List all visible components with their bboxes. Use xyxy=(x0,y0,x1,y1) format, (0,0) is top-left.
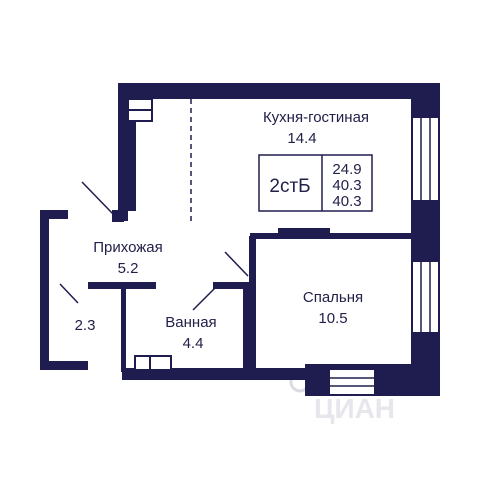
doors xyxy=(59,181,249,311)
wall-left-lower xyxy=(40,210,49,370)
wardrobe-area: 2.3 xyxy=(75,317,96,334)
apartment-area-2: 40.3 xyxy=(332,177,361,194)
apartment-area-1: 24.9 xyxy=(332,161,361,178)
apartment-info-box: 2стБ 24.9 40.3 40.3 xyxy=(258,154,373,212)
bedroom-name: Спальня xyxy=(303,289,363,306)
wall-bedroom-left xyxy=(249,236,256,372)
window-bottom xyxy=(330,370,374,394)
wall-hall-bath-right xyxy=(213,282,248,289)
kitchen-living-area: 14.4 xyxy=(287,130,316,147)
hallway-area: 5.2 xyxy=(118,260,139,277)
wall-bottom-left xyxy=(40,361,88,370)
wall-kitchen-corner xyxy=(112,210,124,222)
kitchen-living-name: Кухня-гостиная xyxy=(263,109,369,126)
apartment-area-3: 40.3 xyxy=(332,193,361,210)
bedroom-area: 10.5 xyxy=(318,310,347,327)
hallway-name: Прихожая xyxy=(93,239,163,256)
wall-top xyxy=(118,83,440,99)
room-labels: Кухня-гостиная 14.4 Прихожая 5.2 2.3 Ван… xyxy=(75,109,369,352)
wall-bath-left xyxy=(121,282,126,372)
door-bathroom xyxy=(192,286,217,311)
door-kitchen xyxy=(81,181,114,215)
apartment-type: 2стБ xyxy=(269,176,310,197)
kitchen-niche xyxy=(127,98,192,222)
wall-bath-right xyxy=(243,282,249,372)
wall-left-top-ledge xyxy=(40,210,68,219)
watermark-text: ЦИАН xyxy=(314,393,395,424)
wall-kitchen-bedroom-thick xyxy=(278,228,330,238)
niche-wall xyxy=(128,121,136,211)
window-bedroom xyxy=(413,262,438,332)
bathroom-name: Ванная xyxy=(165,314,216,331)
wall-left-upper xyxy=(118,83,128,221)
wall-kitchen-bedroom xyxy=(250,233,411,239)
door-bedroom xyxy=(224,251,249,277)
window-kitchen xyxy=(413,118,438,200)
watermark: ЦИАН xyxy=(289,371,395,424)
bathroom-fixture xyxy=(134,355,172,371)
bathroom-area: 4.4 xyxy=(183,335,204,352)
windows xyxy=(330,118,438,394)
door-wardrobe xyxy=(59,283,79,304)
